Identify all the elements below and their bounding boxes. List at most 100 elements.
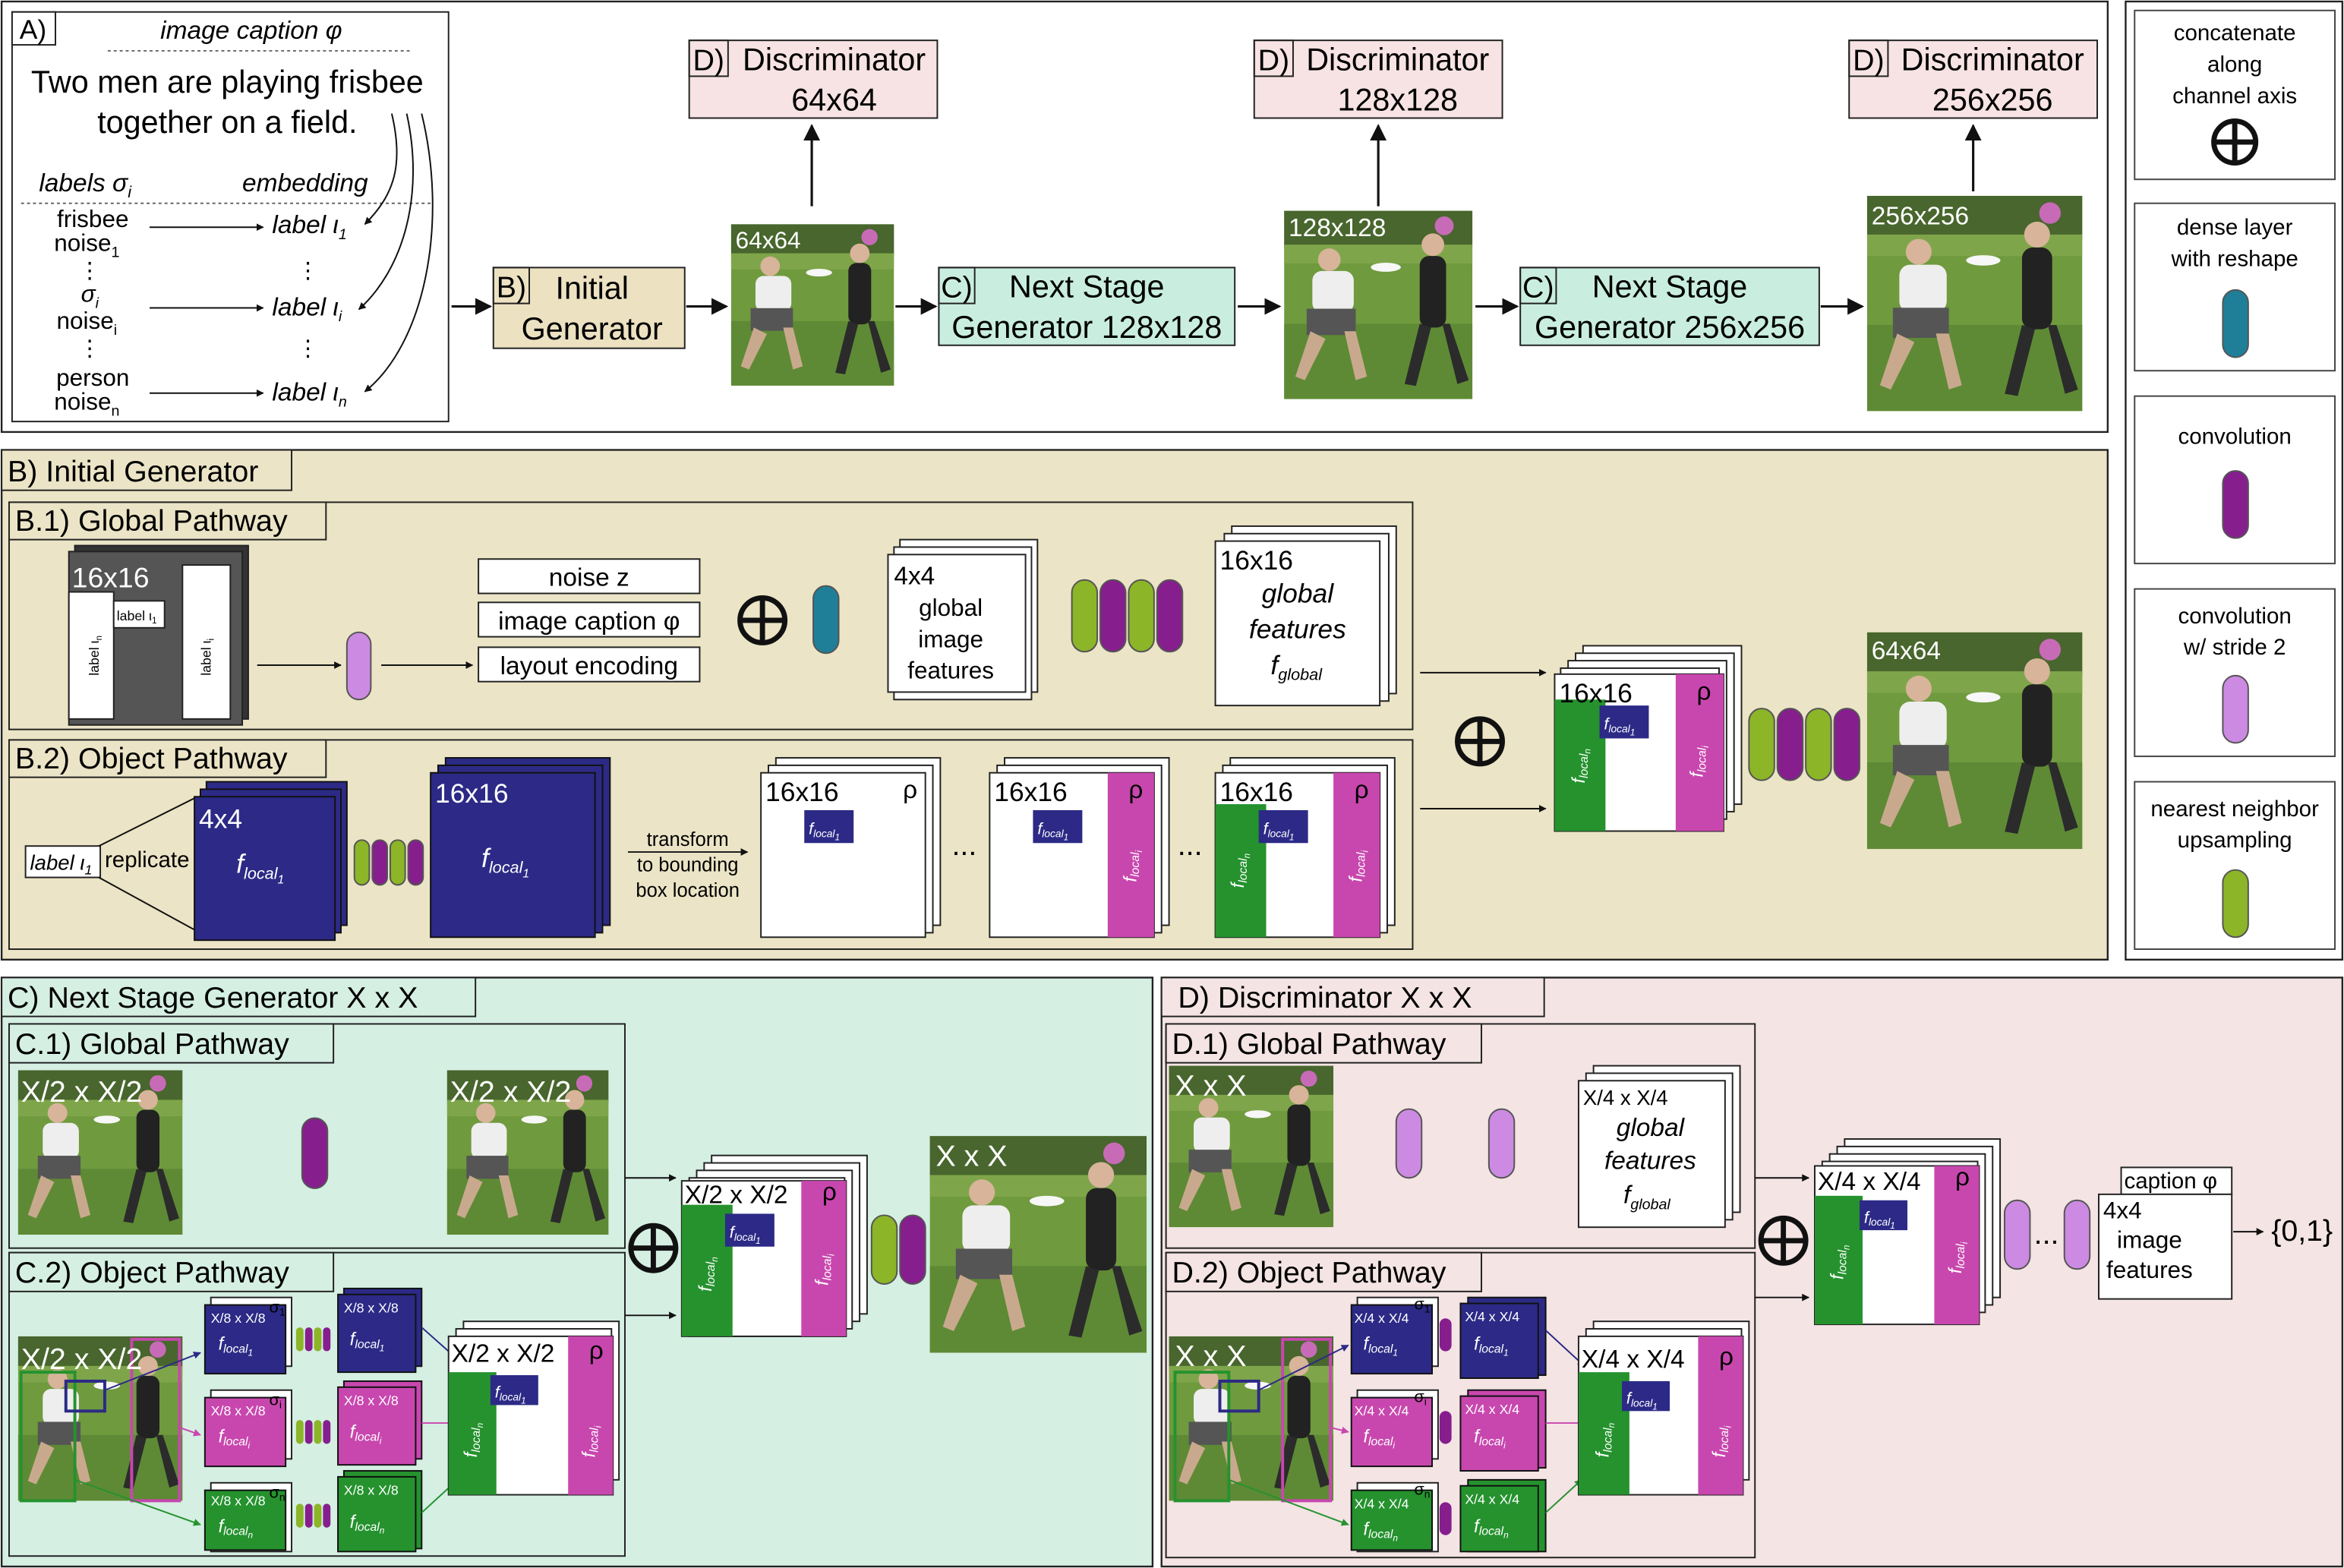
svg-text:flocaln: flocaln [462, 1422, 485, 1457]
concat-icon [1455, 716, 1505, 767]
svg-text:⋮: ⋮ [79, 336, 102, 361]
caption-header: image caption φ [160, 17, 342, 45]
svg-text:⋮: ⋮ [297, 258, 320, 283]
svg-text:ρ: ρ [822, 1178, 837, 1207]
svg-text:features: features [1249, 614, 1346, 645]
svg-text:X/8 x X/8: X/8 x X/8 [211, 1403, 266, 1418]
disc-64-line1: Discriminator [743, 43, 926, 77]
svg-text:flocaln: flocaln [1570, 749, 1593, 784]
label-i: label ι [272, 293, 338, 321]
svg-text:X/2 x X/2: X/2 x X/2 [21, 1075, 143, 1109]
img-256-label: 256x256 [1872, 202, 1969, 230]
svg-text:X/4 x X/4: X/4 x X/4 [1355, 1403, 1409, 1418]
svg-text:flocal1: flocal1 [1037, 819, 1068, 842]
stride-conv-icon [1487, 1108, 1516, 1179]
global-image-features-4x4 [887, 554, 1027, 693]
svg-text:flocali: flocali [1121, 850, 1144, 882]
svg-text:ρ: ρ [1128, 776, 1143, 804]
svg-text:C): C) [941, 271, 973, 304]
svg-text:flocal1: flocal1 [495, 1383, 526, 1406]
local-map-1 [760, 771, 926, 939]
svg-text:ρ: ρ [1719, 1342, 1734, 1371]
upsample-icon [1748, 708, 1775, 781]
svg-text:X/4 x X/4: X/4 x X/4 [1583, 1086, 1668, 1109]
svg-text:flocaln: flocaln [219, 1517, 254, 1541]
svg-text:σi: σi [81, 280, 99, 312]
svg-text:X/8 x X/8: X/8 x X/8 [344, 1483, 399, 1498]
svg-text:flocal1: flocal1 [481, 843, 529, 881]
svg-text:flocali: flocali [1710, 1425, 1734, 1457]
image-features-4x4 [2098, 1193, 2233, 1300]
svg-text:X x X: X x X [1175, 1339, 1246, 1373]
svg-text:X/2 x X/2: X/2 x X/2 [452, 1339, 555, 1368]
svg-text:nearest neighbor: nearest neighbor [2150, 797, 2319, 822]
svg-text:flocal1: flocal1 [730, 1223, 761, 1246]
svg-text:16x16: 16x16 [765, 777, 839, 807]
convolution-icon [899, 1214, 926, 1285]
svg-text:ρ: ρ [589, 1336, 604, 1365]
replicate-label: replicate [105, 847, 190, 872]
caption-line-2: together on a field. [97, 105, 357, 140]
panel-c-title: C) Next Stage Generator X x X [8, 981, 418, 1014]
svg-text:4x4: 4x4 [199, 804, 242, 834]
caption-phi: caption φ [2124, 1169, 2217, 1194]
svg-text:to bounding: to bounding [637, 855, 739, 876]
convolution-icon [1099, 579, 1127, 653]
svg-text:16x16: 16x16 [1219, 777, 1293, 807]
convolution-icon [301, 1117, 329, 1189]
next-stage-128-box [938, 267, 1236, 346]
svg-text:global: global [919, 594, 983, 621]
labels-header: labels σ [39, 169, 129, 197]
convolution-icon [2222, 470, 2249, 539]
local-features-16x16 [430, 771, 596, 939]
svg-text:noise1: noise1 [54, 229, 119, 261]
svg-text:global: global [1262, 578, 1335, 608]
svg-text:label ι1: label ι1 [272, 211, 346, 243]
svg-text:noisei: noisei [57, 307, 118, 339]
svg-text:along: along [2207, 52, 2262, 77]
svg-text:image: image [2117, 1226, 2182, 1254]
svg-text:flocal1: flocal1 [1263, 819, 1295, 842]
upsample-icon [353, 839, 371, 886]
svg-text:image caption φ: image caption φ [498, 607, 680, 636]
upsample-icon [1128, 579, 1155, 653]
svg-text:label ιn: label ιn [87, 636, 104, 676]
concat-icon [1758, 1215, 1809, 1266]
svg-text:X x X: X x X [935, 1139, 1007, 1172]
svg-text:16x16: 16x16 [1219, 545, 1293, 576]
disc-128-line1: Discriminator [1306, 43, 1489, 77]
svg-text:C.2) Object Pathway: C.2) Object Pathway [15, 1256, 289, 1289]
svg-text:X/2 x X/2: X/2 x X/2 [685, 1182, 788, 1210]
panel-b-title: B) Initial Generator [8, 455, 258, 488]
svg-text:flocal1: flocal1 [236, 849, 284, 887]
svg-text:noisen: noisen [54, 387, 119, 419]
layout-size: 16x16 [72, 562, 150, 594]
svg-text:flocal1: flocal1 [350, 1330, 385, 1354]
initial-generator-box [492, 267, 686, 349]
svg-text:X/8 x X/8: X/8 x X/8 [211, 1493, 266, 1508]
svg-text:noise z: noise z [549, 564, 629, 592]
svg-text:X/4 x X/4: X/4 x X/4 [1465, 1402, 1519, 1417]
local-features-4x4 [194, 796, 336, 942]
next-stage-256-box [1519, 267, 1820, 346]
convolution-icon [407, 839, 424, 886]
item-sigma-i: σ [81, 280, 96, 308]
svg-text:X/8 x X/8: X/8 x X/8 [211, 1311, 266, 1326]
concat-icon [628, 1223, 679, 1273]
svg-text:X/2 x X/2: X/2 x X/2 [450, 1075, 572, 1109]
svg-text:flocal1: flocal1 [1864, 1207, 1895, 1231]
vdots-1: ⋮ [79, 258, 102, 283]
img-64-label: 64x64 [736, 226, 801, 254]
noise-1: noise [54, 229, 111, 257]
convolution-icon [1156, 579, 1184, 653]
dense-layer-icon [812, 585, 840, 655]
svg-text:D): D) [692, 44, 724, 77]
upsample-icon [870, 1214, 898, 1285]
svg-text:X/4 x X/4: X/4 x X/4 [1465, 1309, 1519, 1324]
embedding-header: embedding [242, 169, 368, 197]
svg-text:σ1: σ1 [1414, 1294, 1430, 1314]
layout-encoding-box [478, 646, 701, 683]
disc-128-line2: 128x128 [1337, 83, 1458, 118]
panel-a-label: A) [20, 14, 46, 45]
